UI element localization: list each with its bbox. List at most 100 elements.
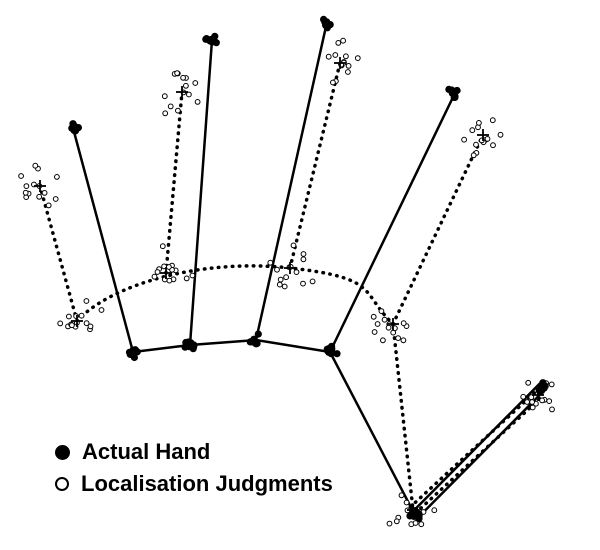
judgment-mean-markers	[34, 57, 544, 516]
judgment-point	[151, 273, 158, 280]
judgment-point	[18, 173, 25, 179]
judgment-point	[469, 127, 476, 134]
legend-label-actual: Actual Hand	[82, 439, 211, 464]
judgment-point	[186, 91, 192, 98]
legend-label-judgments: Localisation Judgments	[81, 471, 333, 496]
filled-circle-icon	[55, 444, 70, 460]
judgment-point	[32, 162, 39, 169]
judgment-point	[167, 103, 174, 110]
judgment-point	[54, 174, 60, 180]
actual-point	[320, 15, 328, 23]
judgment-point	[335, 40, 342, 46]
judged-finger-4-line	[391, 133, 485, 326]
judgment-point	[548, 381, 555, 388]
judgment-point	[98, 307, 105, 313]
judgment-point	[162, 110, 169, 117]
judgment-point	[529, 404, 536, 411]
judgment-point	[183, 82, 189, 89]
judged-palm-line	[391, 322, 415, 512]
judgment-point	[281, 283, 288, 290]
judgment-point	[300, 280, 306, 287]
judgment-point	[283, 274, 290, 281]
judgment-point	[497, 131, 504, 138]
judgment-point	[57, 320, 64, 327]
legend: Actual Hand Localisation Judgments	[55, 436, 333, 500]
judgment-point	[66, 313, 72, 320]
judgment-point	[490, 142, 496, 149]
actual-thumb-line-2	[416, 388, 547, 520]
judgment-point	[87, 323, 94, 330]
judged-finger-1-line	[38, 184, 79, 323]
judgment-point	[524, 399, 530, 405]
judgment-point	[386, 520, 393, 527]
judgment-point	[525, 379, 532, 386]
judgment-point	[309, 278, 316, 285]
judgment-point	[418, 521, 425, 528]
judgment-point	[166, 264, 172, 270]
judgment-point	[529, 399, 535, 405]
actual-point	[189, 345, 197, 353]
legend-row-judgments: Localisation Judgments	[55, 468, 333, 500]
judgment-point	[398, 492, 405, 499]
judgment-point	[403, 499, 410, 506]
actual-thumb-line-1	[410, 382, 541, 514]
judgment-point	[83, 320, 90, 327]
actual-point	[206, 37, 215, 45]
judgment-point	[22, 189, 29, 196]
judgment-point	[290, 242, 297, 249]
judgment-point	[23, 183, 30, 190]
judgment-point	[393, 518, 400, 525]
judgment-point	[174, 70, 181, 76]
judgment-point	[340, 37, 347, 44]
judgment-point	[175, 107, 181, 114]
judgment-point	[400, 337, 407, 344]
judgment-point	[41, 190, 48, 196]
judgment-point	[276, 281, 283, 288]
judgment-point	[380, 337, 386, 344]
judgment-point	[461, 136, 468, 143]
actual-finger-1-line	[71, 126, 135, 354]
judgment-point	[400, 320, 407, 327]
actual-knuckle-arc	[131, 338, 332, 354]
judgment-point	[374, 321, 381, 327]
judgment-point	[159, 243, 166, 250]
judgment-point	[277, 276, 284, 283]
judgment-point	[274, 266, 280, 273]
actual-finger-4-line	[328, 91, 457, 354]
judgment-point	[395, 335, 402, 342]
actual-finger-3-line	[254, 20, 329, 342]
judgment-point	[549, 406, 555, 413]
judgment-point	[345, 63, 352, 69]
judgment-point	[83, 298, 90, 304]
judgment-point	[476, 120, 482, 126]
actual-point	[539, 379, 547, 387]
judgment-point	[381, 316, 388, 323]
judgment-point	[161, 93, 168, 100]
judgment-point	[183, 275, 190, 282]
actual-point	[333, 350, 341, 358]
actual-hand-solid-lines	[71, 20, 547, 520]
actual-point	[539, 384, 547, 392]
judged-finger-2-line	[164, 90, 184, 275]
judgment-point	[378, 308, 385, 315]
actual-point	[448, 86, 456, 94]
judgment-point	[189, 272, 196, 279]
judgment-point	[470, 152, 477, 159]
judgment-point	[354, 55, 361, 61]
judgment-point	[345, 69, 351, 75]
actual-finger-2-line	[188, 38, 214, 347]
judgment-point	[52, 196, 59, 202]
judgment-point	[412, 520, 419, 526]
open-circle-icon	[55, 477, 69, 491]
actual-point	[212, 39, 220, 47]
judged-finger-3-line	[288, 61, 342, 270]
actual-point	[182, 338, 190, 347]
judgment-point	[484, 136, 491, 142]
judgment-point	[293, 269, 300, 276]
judgment-point	[154, 269, 161, 275]
judgment-point	[385, 324, 392, 331]
judgment-point	[546, 398, 553, 405]
judgment-point	[180, 74, 187, 81]
judgment-point	[300, 256, 307, 263]
actual-point	[325, 348, 333, 356]
